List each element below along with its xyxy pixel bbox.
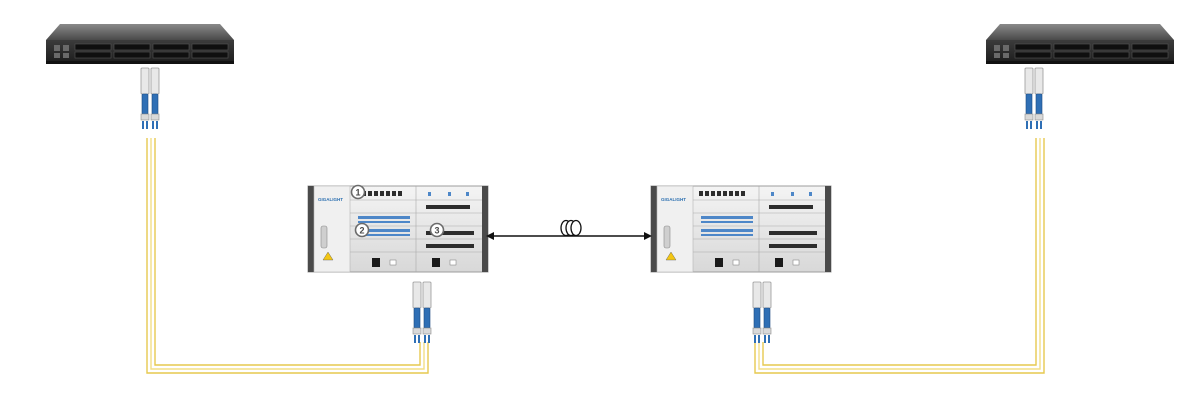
callout-3: 3 (429, 222, 445, 238)
transceiver-icon (412, 281, 432, 343)
callout-3-label: 3 (434, 226, 439, 236)
fiber-runs (146, 138, 1045, 374)
callout-2: 2 (354, 222, 370, 238)
callout-2-label: 2 (359, 226, 364, 236)
transceiver-icon (1024, 67, 1044, 129)
chassis-icon: GIGALIGHT (650, 185, 832, 273)
callout-1: 1 (350, 184, 366, 200)
chassis-brand: GIGALIGHT (318, 197, 343, 202)
fiber-spool-icon (560, 219, 582, 237)
switch-icon (986, 24, 1174, 64)
chassis-icon: GIGALIGHT (307, 185, 489, 273)
transceiver-icon (752, 281, 772, 343)
fiber-left-a (146, 138, 429, 374)
arrow-icon (486, 232, 494, 240)
inter-site-link (486, 219, 652, 240)
fiber-right-c (762, 138, 1037, 366)
callout-1-label: 1 (355, 188, 360, 198)
switch-icon (46, 24, 234, 64)
fiber-right-a (754, 138, 1045, 374)
fiber-left-c (154, 138, 421, 366)
arrow-icon (644, 232, 652, 240)
chassis-brand: GIGALIGHT (661, 197, 686, 202)
fiber-left-b (150, 138, 425, 370)
fiber-right-b (758, 138, 1041, 370)
transceiver-icon (140, 67, 160, 129)
